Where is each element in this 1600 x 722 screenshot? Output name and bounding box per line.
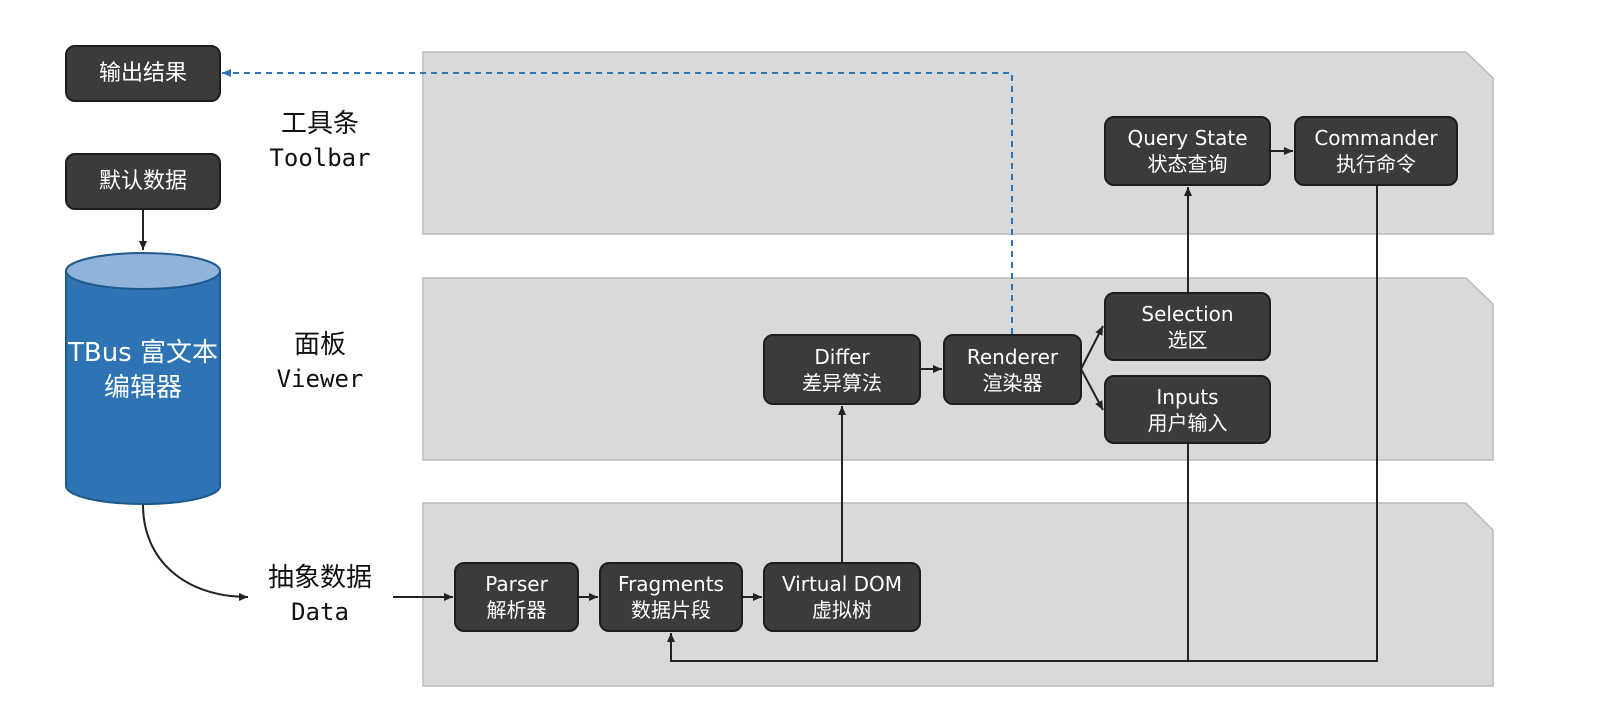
toolbar-layer-panel <box>422 51 1494 235</box>
commander-node: Commander 执行命令 <box>1294 116 1458 186</box>
renderer-en: Renderer <box>966 344 1059 369</box>
inputs-en: Inputs <box>1156 384 1219 409</box>
data-layer-panel <box>422 502 1494 687</box>
renderer-node: Renderer 渲染器 <box>943 334 1082 405</box>
layer-label-viewer: 面板 Viewer <box>220 328 420 396</box>
default-data-node: 默认数据 <box>65 153 221 210</box>
output-result-label: 输出结果 <box>98 60 187 86</box>
layer-label-viewer-zh: 面板 <box>293 330 346 360</box>
layer-label-toolbar-en: Toolbar <box>269 144 371 172</box>
parser-zh: 解析器 <box>486 598 547 622</box>
selection-node: Selection 选区 <box>1104 292 1271 361</box>
query-state-zh: 状态查询 <box>1147 152 1228 176</box>
commander-en: Commander <box>1314 126 1438 150</box>
selection-en: Selection <box>1141 301 1234 326</box>
virtual-dom-zh: 虚拟树 <box>812 598 872 622</box>
differ-node: Differ 差异算法 <box>763 334 921 405</box>
arrow-renderer-to-selection <box>1080 325 1104 370</box>
fragments-en: Fragments <box>618 572 724 596</box>
selection-zh: 选区 <box>1167 327 1208 352</box>
layer-label-data-zh: 抽象数据 <box>267 563 372 593</box>
inputs-node: Inputs 用户输入 <box>1104 375 1271 444</box>
arrow-feedback-to-fragments <box>667 186 1378 662</box>
fragments-node: Fragments 数据片段 <box>599 562 743 632</box>
database-cylinder <box>65 252 221 505</box>
fragments-zh: 数据片段 <box>631 598 711 622</box>
arrow-db-to-data-layer <box>142 504 249 601</box>
output-result-node: 输出结果 <box>65 45 221 102</box>
inputs-zh: 用户输入 <box>1147 410 1228 435</box>
query-state-en: Query State <box>1127 126 1248 150</box>
virtual-dom-en: Virtual DOM <box>781 572 903 596</box>
virtual-dom-node: Virtual DOM 虚拟树 <box>763 562 921 632</box>
layer-label-viewer-en: Viewer <box>276 365 364 393</box>
renderer-zh: 渲染器 <box>982 370 1043 395</box>
commander-zh: 执行命令 <box>1336 152 1416 176</box>
query-state-node: Query State 状态查询 <box>1104 116 1271 186</box>
layer-label-data: 抽象数据 Data <box>220 561 420 629</box>
layer-label-toolbar: 工具条 Toolbar <box>220 107 420 175</box>
differ-en: Differ <box>814 344 870 369</box>
arrow-renderer-to-inputs <box>1080 368 1104 411</box>
layer-label-data-en: Data <box>291 598 349 626</box>
layer-label-toolbar-zh: 工具条 <box>280 109 359 139</box>
parser-en: Parser <box>485 572 548 596</box>
database-label: TBus 富文本编辑器 <box>67 338 218 403</box>
differ-zh: 差异算法 <box>802 370 882 395</box>
parser-node: Parser 解析器 <box>454 562 579 632</box>
default-data-label: 默认数据 <box>98 168 187 194</box>
